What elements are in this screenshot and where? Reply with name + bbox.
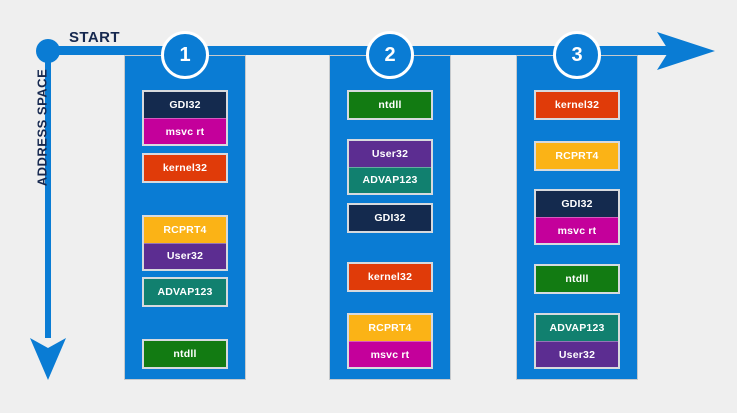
module-block[interactable]: ntdll (536, 266, 618, 292)
module-block[interactable]: ADVAP123 (144, 279, 226, 305)
stage-badge-1: 1 (161, 31, 209, 79)
module-block[interactable]: kernel32 (536, 92, 618, 118)
stack-gap (185, 146, 186, 153)
module-block[interactable]: ntdll (349, 92, 431, 118)
stage-badge-2: 2 (366, 31, 414, 79)
module-block[interactable]: ADVAP123 (349, 167, 431, 193)
module-group: GDI32msvc rt (534, 189, 620, 245)
stack-gap (577, 120, 578, 141)
module-block[interactable]: GDI32 (349, 205, 431, 231)
module-stack-3: kernel32RCPRT4GDI32msvc rt ntdllADVAP123U… (517, 90, 637, 369)
module-block[interactable]: kernel32 (144, 155, 226, 181)
module-group: ADVAP123User32 (534, 313, 620, 369)
module-block[interactable]: RCPRT4 (349, 315, 431, 341)
module-group: RCPRT4msvc rt (347, 313, 433, 369)
address-space-arrow-icon (28, 334, 68, 382)
stack-gap (577, 171, 578, 190)
module-group: kernel32 (534, 90, 620, 120)
module-block[interactable]: ADVAP123 (536, 315, 618, 341)
stack-gap (390, 292, 391, 313)
module-block[interactable]: User32 (144, 243, 226, 269)
module-group: RCPRT4User32 (142, 215, 228, 271)
load-stage-column-3[interactable]: 3 kernel32RCPRT4GDI32msvc rtntdllADVAP12… (516, 55, 638, 380)
module-group: GDI32msvc rt (142, 90, 228, 146)
module-group: kernel32 (347, 262, 433, 292)
load-stage-column-1[interactable]: 1 GDI32msvc rtkernel32RCPRT4User32ADVAP1… (124, 55, 246, 380)
module-block[interactable]: RCPRT4 (536, 143, 618, 169)
module-block[interactable]: User32 (349, 141, 431, 167)
module-block[interactable]: GDI32 (536, 191, 618, 217)
module-group: ntdll (347, 90, 433, 120)
timeline-arrow-icon (655, 30, 717, 72)
module-block[interactable]: msvc rt (349, 341, 431, 367)
stack-gap (390, 233, 391, 262)
module-block[interactable]: User32 (536, 341, 618, 367)
module-group: ADVAP123 (142, 277, 228, 307)
stack-gap (390, 195, 391, 204)
stack-gap (185, 271, 186, 278)
module-block[interactable]: msvc rt (144, 118, 226, 144)
module-block[interactable]: GDI32 (144, 92, 226, 118)
stack-gap (577, 245, 578, 264)
module-group: ntdll (534, 264, 620, 294)
load-stage-column-2[interactable]: 2 ntdllUser32ADVAP123GDI32kernel32RCPRT4… (329, 55, 451, 380)
module-block[interactable]: RCPRT4 (144, 217, 226, 243)
module-group: User32ADVAP123 (347, 139, 433, 195)
module-group: RCPRT4 (534, 141, 620, 171)
module-block[interactable]: kernel32 (349, 264, 431, 290)
stack-gap (185, 183, 186, 215)
stack-gap (185, 307, 186, 339)
module-stack-2: ntdllUser32ADVAP123GDI32 kernel32RCPRT4ms… (330, 90, 450, 369)
stack-gap (577, 294, 578, 313)
module-group: ntdll (142, 339, 228, 369)
module-group: GDI32 (347, 203, 433, 233)
module-block[interactable]: msvc rt (536, 217, 618, 243)
stage-badge-3: 3 (553, 31, 601, 79)
module-block[interactable]: ntdll (144, 341, 226, 367)
module-stack-1: GDI32msvc rt kernel32RCPRT4User32ADVAP123… (125, 90, 245, 369)
module-group: kernel32 (142, 153, 228, 183)
address-space-label: ADDRESS SPACE (35, 58, 50, 198)
start-label: START (69, 29, 120, 46)
stack-gap (390, 120, 391, 139)
